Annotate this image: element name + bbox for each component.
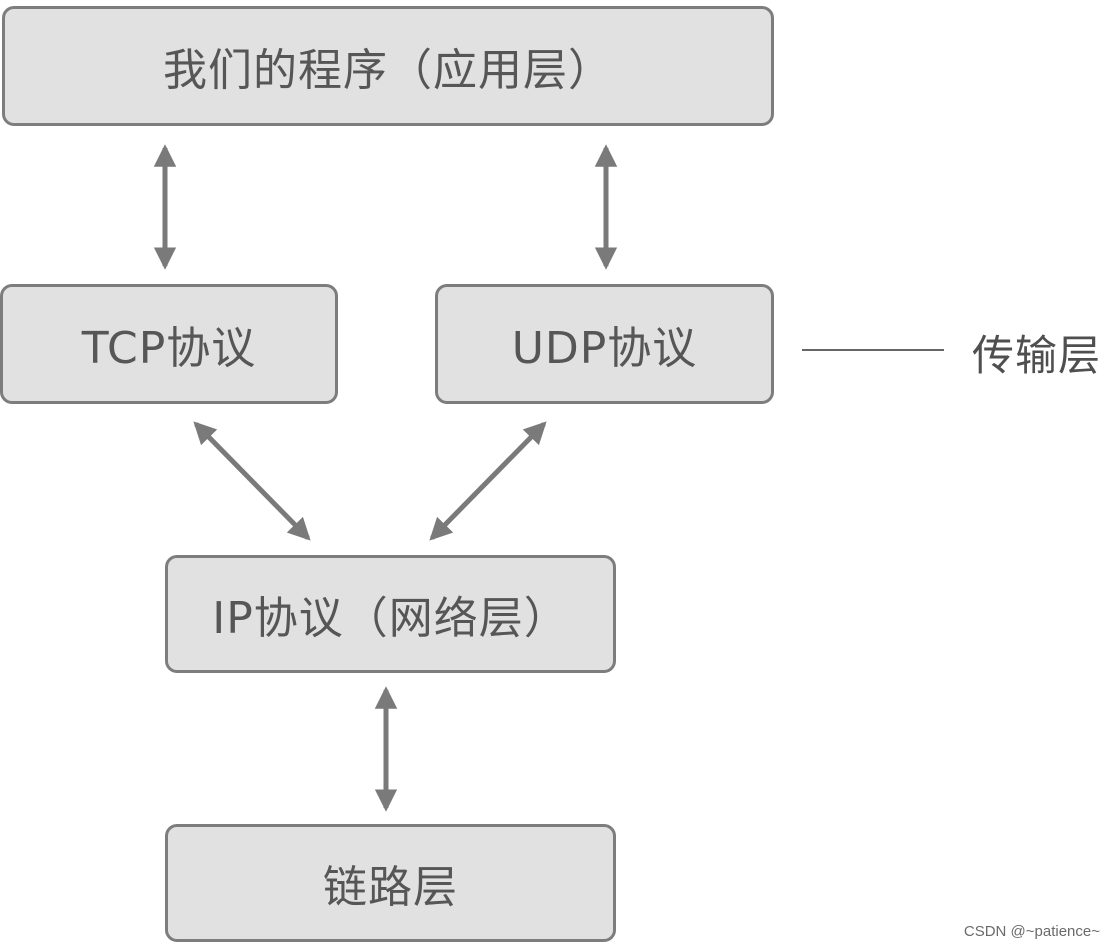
- tcp-protocol-label: TCP协议: [81, 323, 257, 374]
- transport-layer-label: 传输层: [972, 331, 1102, 380]
- ip-network-layer-box: IP协议（网络层）: [165, 555, 616, 673]
- link-layer-box: 链路层: [165, 824, 616, 942]
- udp-protocol-box: UDP协议: [435, 284, 774, 404]
- ip-network-layer-label: IP协议（网络层）: [212, 593, 569, 644]
- arrow-tcp-ip: [193, 421, 311, 541]
- link-layer-label: 链路层: [323, 862, 458, 913]
- udp-protocol-label: UDP协议: [511, 323, 698, 374]
- watermark-text: CSDN @~patience~: [963, 923, 1100, 940]
- application-layer-box: 我们的程序（应用层）: [2, 6, 774, 126]
- tcp-protocol-box: TCP协议: [0, 284, 338, 404]
- application-layer-label: 我们的程序（应用层）: [163, 45, 613, 96]
- arrow-udp-ip: [429, 421, 547, 541]
